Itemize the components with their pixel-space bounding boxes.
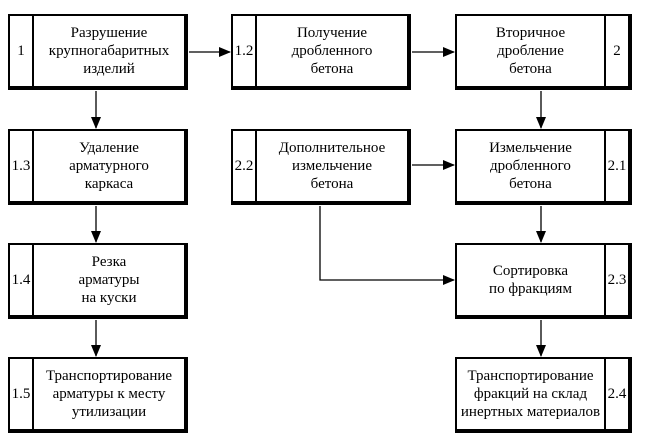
block-2-3: 2.3 Сортировка по фракциям — [455, 243, 632, 319]
block-2-2-number: 2.2 — [233, 131, 257, 201]
block-2-2-text: Дополнительное измельчение бетона — [278, 140, 386, 192]
block-2-4-number: 2.4 — [604, 359, 628, 429]
block-2-1-number: 2.1 — [604, 131, 628, 201]
block-1-2-number: 1.2 — [233, 16, 257, 86]
block-1-3-number: 1.3 — [10, 131, 34, 201]
block-2-4-text: Транспортирование фракций на склад инерт… — [460, 368, 601, 420]
block-2-4: 2.4 Транспортирование фракций на склад и… — [455, 357, 632, 433]
block-1-2-text: Получение дробленного бетона — [291, 25, 373, 77]
block-1-5-number: 1.5 — [10, 359, 34, 429]
block-1-text: Разрушение крупногабаритных изделий — [48, 25, 170, 77]
block-1-number: 1 — [10, 16, 34, 86]
arrow-2-2-to-2-3 — [319, 206, 455, 285]
block-1-5-text: Транспортирование арматуры к месту утили… — [45, 368, 173, 420]
block-2-number: 2 — [604, 16, 628, 86]
block-1-4-number: 1.4 — [10, 245, 34, 315]
block-2-text: Вторичное дробление бетона — [495, 25, 566, 77]
block-1: 1 Разрушение крупногабаритных изделий — [8, 14, 188, 90]
block-1-3: 1.3 Удаление арматурного каркаса — [8, 129, 188, 205]
block-1-3-text: Удаление арматурного каркаса — [69, 140, 149, 192]
block-2-3-number: 2.3 — [604, 245, 628, 315]
block-1-5: 1.5 Транспортирование арматуры к месту у… — [8, 357, 188, 433]
block-1-4: 1.4 Резка арматуры на куски — [8, 243, 188, 319]
block-2-1-text: Измельчение дробленного бетона — [489, 140, 572, 192]
block-1-4-text: Резка арматуры на куски — [78, 254, 140, 306]
block-2-3-text: Сортировка по фракциям — [489, 263, 572, 297]
block-2: 2 Вторичное дробление бетона — [455, 14, 632, 90]
block-2-1: 2.1 Измельчение дробленного бетона — [455, 129, 632, 205]
block-1-2: 1.2 Получение дробленного бетона — [231, 14, 411, 90]
block-2-2: 2.2 Дополнительное измельчение бетона — [231, 129, 411, 205]
